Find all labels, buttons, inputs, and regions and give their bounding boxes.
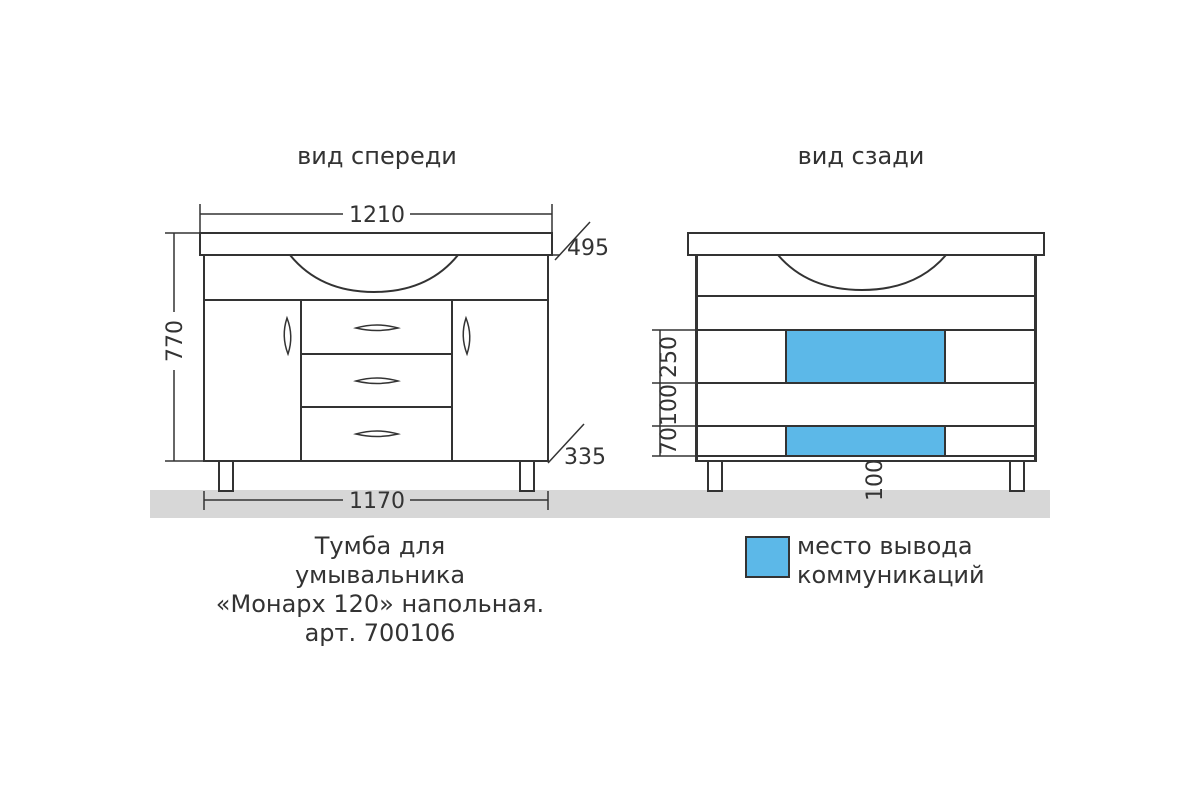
dim-back-100: 100 — [657, 384, 682, 426]
back-left-leg — [707, 460, 723, 492]
dim-height: 770 — [163, 320, 188, 362]
back-view-title: вид сзади — [798, 142, 925, 170]
communications-area-lower — [785, 425, 946, 457]
back-countertop — [687, 232, 1045, 256]
front-carcass — [203, 254, 549, 462]
back-sink-bowl — [777, 254, 947, 292]
dim-top-width: 1210 — [349, 203, 405, 228]
dim-back-250: 250 — [657, 336, 682, 378]
front-drawer-2 — [300, 353, 453, 408]
caption-line-3: «Монарх 120» напольная. — [215, 590, 545, 618]
legend-line-1: место вывода — [797, 532, 973, 560]
legend-swatch — [745, 536, 790, 578]
dim-back-bottom-100: 100 — [863, 459, 888, 501]
front-right-door — [451, 299, 549, 462]
back-panel-2 — [696, 382, 1036, 427]
front-view-title: вид спереди — [297, 142, 457, 170]
caption-line-2: умывальника — [294, 561, 466, 589]
front-sink-bowl — [289, 254, 459, 294]
right-door-handle-icon — [462, 315, 471, 357]
front-drawer-1 — [300, 299, 453, 355]
front-left-leg — [218, 460, 234, 492]
dim-top-depth: 495 — [567, 236, 609, 261]
back-panel-1 — [696, 295, 1036, 331]
back-view-cabinet — [687, 232, 1045, 492]
front-dimensions: 1210 1170 770 495 335 — [163, 203, 609, 514]
communications-area-upper — [785, 329, 946, 384]
front-drawer-3 — [300, 406, 453, 462]
drawer-2-handle-icon — [353, 377, 401, 385]
dim-bottom-depth: 335 — [564, 445, 606, 470]
dim-back-70: 70 — [657, 427, 682, 455]
front-left-door — [203, 299, 302, 462]
dim-bottom-width: 1170 — [349, 489, 405, 514]
floor-band — [150, 490, 1050, 518]
drawer-3-handle-icon — [353, 430, 401, 438]
caption-line-4: арт. 700106 — [304, 619, 456, 647]
caption-line-1: Тумба для — [314, 532, 446, 560]
front-view-cabinet — [199, 232, 553, 492]
back-dimensions: 250 100 70 100 — [652, 329, 888, 501]
front-countertop — [199, 232, 553, 256]
legend-line-2: коммуникаций — [797, 561, 985, 589]
legend-text: место вывода коммуникаций — [797, 532, 985, 590]
product-caption: Тумба для умывальника «Монарх 120» напол… — [170, 532, 590, 648]
front-right-leg — [519, 460, 535, 492]
drawer-1-handle-icon — [353, 324, 401, 332]
back-right-leg — [1009, 460, 1025, 492]
left-door-handle-icon — [283, 315, 292, 357]
